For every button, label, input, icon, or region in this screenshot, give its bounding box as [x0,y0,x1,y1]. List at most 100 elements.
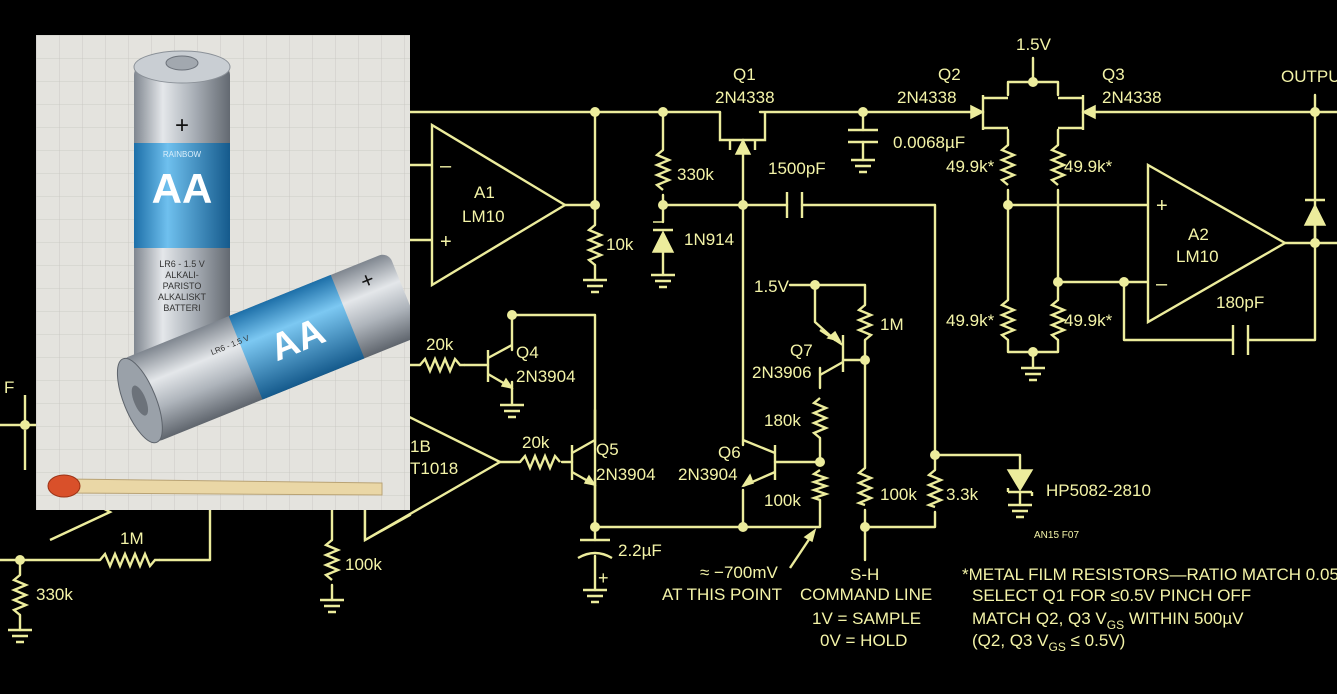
capacitor-180pf [1231,325,1250,355]
diode-hp5082 [1006,469,1034,492]
resistor-20k-q5 [519,452,561,472]
svg-text:ALKALI-: ALKALI- [165,270,199,280]
transistor-q1: Q1 2N4338 [715,65,775,155]
d-hp-label: HP5082-2810 [1046,481,1151,500]
r-499-4-label: 49.9k* [1064,311,1113,330]
diodes [651,198,1327,507]
battery-photo: + RAINBOW AA LR6 - 1.5 V ALKALI- PARISTO… [36,35,410,510]
r-330k-b-label: 330k [36,585,73,604]
r-330k-a-label: 330k [677,165,714,184]
svg-text:LR6 - 1.5 V: LR6 - 1.5 V [159,259,205,269]
q7-part: 2N3906 [752,363,812,382]
transistor-q2: Q2 2N4338 [897,65,1008,130]
junction-dots [15,77,1320,565]
a2-label: A2 [1188,225,1209,244]
r-33k-label: 3.3k [946,485,979,504]
r-499-2-label: 49.9k* [1064,157,1113,176]
r-100k-sh-label: 100k [880,485,917,504]
note-line-1: *METAL FILM RESISTORS—RATIO MATCH 0.05 [962,565,1337,584]
resistor-1m-bottom [99,550,160,570]
r-1m-bottom-label: 1M [120,529,144,548]
v-top-label: 1.5V [1016,35,1052,54]
r-20k-q5-label: 20k [522,433,550,452]
r-20k-q4-label: 20k [426,335,454,354]
component-labels: 1.5V OUTPUT 330k 10k 1N914 1500pF 0.0068… [4,35,1337,650]
resistor-499k-4 [1048,299,1068,341]
approx-voltage-2: AT THIS POINT [662,585,782,604]
pointer-arrow [789,534,813,569]
resistor-499k-1 [998,144,1018,186]
battery-lying: AA + LR6 - 1.5 V [116,254,410,444]
q3-part: 2N4338 [1102,88,1162,107]
svg-text:+: + [440,231,452,253]
a1b-part: T1018 [410,459,458,478]
a2-part: LM10 [1176,247,1219,266]
q1-label: Q1 [733,65,756,84]
svg-text:ALKALISKT: ALKALISKT [158,292,207,302]
svg-text:AA: AA [152,165,213,212]
diode-output [1303,203,1327,226]
sh-line-3: 1V = SAMPLE [812,609,921,628]
note-line-4: (Q2, Q3 VGS ≤ 0.5V) [972,631,1125,654]
resistor-499k-3 [998,299,1018,341]
r-499-3-label: 49.9k* [946,311,995,330]
q6-part: 2N3904 [678,465,738,484]
figure-id: AN15 F07 [1034,530,1079,541]
c-1500pf-label: 1500pF [768,159,826,178]
note-line-3: MATCH Q2, Q3 VGS WITHIN 500µV [972,609,1244,632]
q5-part: 2N3904 [596,465,656,484]
approx-voltage: ≈ −700mV [700,563,779,582]
resistor-180k [810,397,830,439]
svg-text:+: + [1156,195,1168,217]
r-499-1-label: 49.9k* [946,157,995,176]
capacitor-0068uf [848,128,878,144]
transistor-q6: Q6 2N3904 [678,438,777,488]
resistor-100k-q6 [810,469,830,502]
q1-part: 2N4338 [715,88,775,107]
resistor-1m-q7 [855,304,875,341]
svg-text:RAINBOW: RAINBOW [163,150,202,159]
q5-label: Q5 [596,440,619,459]
match-stick [47,474,383,498]
battery-standing: + RAINBOW AA LR6 - 1.5 V ALKALI- PARISTO… [133,50,231,365]
q7-label: Q7 [790,341,813,360]
sh-line-4: 0V = HOLD [820,631,907,650]
v-q7-label: 1.5V [754,277,790,296]
resistor-100k-left [322,539,342,581]
diode-1n914 [651,221,675,253]
q2-part: 2N4338 [897,88,957,107]
svg-text:+: + [598,568,609,588]
resistor-330k-b [10,574,30,616]
opamp-a2: + – A2 LM10 [1146,162,1288,325]
svg-text:–: – [1156,273,1168,295]
q6-label: Q6 [718,443,741,462]
c-0068-label: 0.0068µF [893,133,965,152]
pointer-arrowhead [803,528,817,543]
svg-text:–: – [440,155,452,177]
capacitor-1500pf [785,192,804,218]
r-1m-q7-label: 1M [880,315,904,334]
q2-label: Q2 [938,65,961,84]
r-100k-q6-label: 100k [764,491,801,510]
sh-line-2: COMMAND LINE [800,585,932,604]
transistor-q5: Q5 2N3904 [570,438,656,487]
q4-label: Q4 [516,343,539,362]
svg-text:BATTERI: BATTERI [163,303,200,313]
r-10k-label: 10k [606,235,634,254]
left-cap-fragment: F [4,378,14,397]
capacitors: + [577,128,1250,588]
resistor-499k-2 [1048,144,1068,186]
resistor-330k-a [653,149,673,191]
resistor-20k-q4 [419,355,465,375]
svg-text:PARISTO: PARISTO [163,281,202,291]
transistor-q4: Q4 2N3904 [486,343,576,390]
r-180k-label: 180k [764,411,801,430]
wiring [0,56,1337,632]
resistor-10k [585,224,605,266]
sh-line-1: S-H [850,565,879,584]
design-notes: *METAL FILM RESISTORS—RATIO MATCH 0.05 S… [962,565,1337,654]
battery-photo-drawing: + RAINBOW AA LR6 - 1.5 V ALKALI- PARISTO… [36,35,410,510]
q4-part: 2N3904 [516,367,576,386]
a1-label: A1 [474,183,495,202]
